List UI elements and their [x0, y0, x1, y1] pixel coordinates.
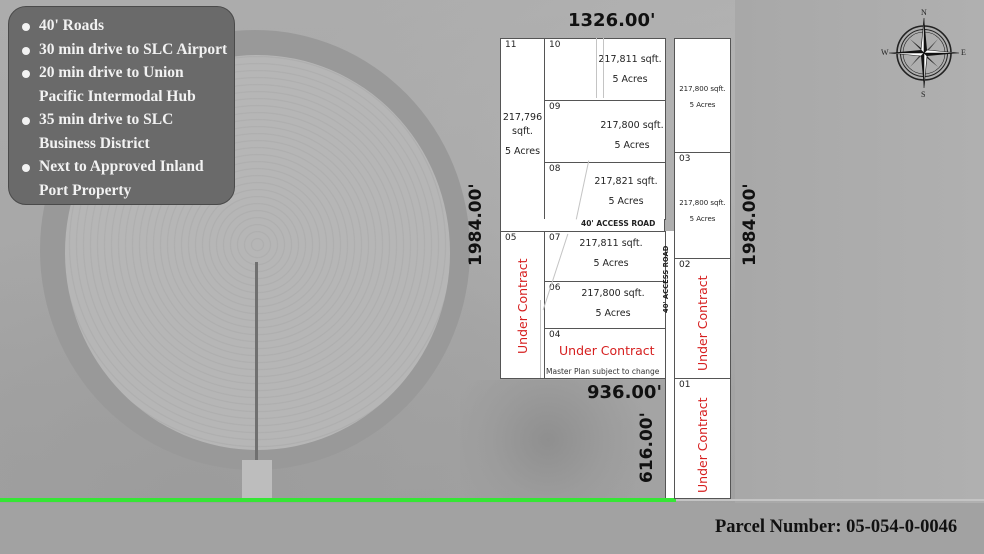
lot-09[interactable]: 09 217,800 sqft. 5 Acres [544, 100, 666, 163]
under-contract-label: Under Contract [515, 258, 530, 354]
farmland-south [0, 503, 984, 554]
compass-north-label: N [921, 8, 927, 17]
feature-item: 30 min drive to SLC Airport [21, 38, 234, 62]
parcel-number: Parcel Number: 05-054-0-0046 [715, 517, 958, 537]
lot-area: 217,796 sqft. 5 Acres [502, 112, 543, 157]
bullet-icon [22, 117, 30, 125]
feature-item: 40' Roads [21, 14, 234, 38]
lot-area: 217,811 sqft. 5 Acres [598, 54, 662, 85]
compass-west-label: W [881, 48, 889, 57]
lot-area: 217,811 sqft. 5 Acres [579, 238, 643, 269]
compass-south-label: S [921, 90, 926, 99]
bullet-icon [22, 70, 30, 78]
lot-number: 11 [505, 40, 517, 50]
lot-area: 217,821 sqft. 5 Acres [594, 176, 658, 207]
lot-11[interactable]: 11 217,796 sqft. 5 Acres [500, 38, 545, 220]
lot-05[interactable]: 05 Under Contract [500, 231, 545, 379]
lot-number: 02 [679, 260, 691, 270]
lot-07[interactable]: 07 217,811 sqft. 5 Acres [544, 231, 666, 282]
lot-02[interactable]: 02 Under Contract [674, 258, 731, 379]
lot-number: 04 [549, 330, 561, 340]
lot-10[interactable]: 10 217,811 sqft. 5 Acres [544, 38, 666, 101]
access-road-label-vertical: 40' ACCESS ROAD [662, 245, 670, 313]
dimension-right: 1984.00' [740, 183, 760, 266]
lot-area: 217,800 sqft. 5 Acres [600, 120, 664, 151]
lot-area: 217,800 sqft. 5 Acres [679, 199, 726, 223]
lot-number: 05 [505, 233, 517, 243]
access-road-vertical [665, 231, 674, 498]
access-road-horizontal: 40' ACCESS ROAD [500, 219, 665, 231]
master-plan-note: Master Plan subject to change [546, 367, 660, 376]
under-contract-label: Under Contract [695, 397, 710, 493]
bullet-icon [22, 46, 30, 55]
lot-06[interactable]: 06 217,800 sqft. 5 Acres [544, 281, 666, 329]
bullet-icon [22, 23, 30, 31]
bullet-icon [22, 164, 30, 172]
lot-number: 08 [549, 164, 561, 174]
dimension-top: 1326.00' [568, 10, 656, 31]
feature-item: 20 min drive to Union Pacific Intermodal… [21, 61, 234, 108]
pivot-arm [255, 262, 258, 502]
under-contract-label: Under Contract [695, 275, 710, 371]
farmland-east [735, 0, 984, 554]
lot-north-east[interactable]: 217,800 sqft. 5 Acres [674, 38, 731, 153]
features-info-box: 40' Roads 30 min drive to SLC Airport 20… [8, 6, 235, 205]
road [676, 499, 984, 501]
lot-01[interactable]: 01 Under Contract [674, 378, 731, 499]
creek-line [603, 38, 604, 98]
compass-rose-icon: N S W E [881, 8, 966, 99]
lot-04[interactable]: 04 Under Contract [544, 328, 666, 379]
creek-line [540, 300, 541, 378]
lot-number: 01 [679, 380, 691, 390]
lot-number: 03 [679, 154, 691, 164]
lot-03[interactable]: 03 217,800 sqft. 5 Acres [674, 152, 731, 259]
settlement-area [460, 380, 680, 500]
lot-08[interactable]: 08 217,821 sqft. 5 Acres [544, 162, 666, 220]
dimension-left: 1984.00' [466, 183, 486, 266]
lot-number: 06 [549, 283, 561, 293]
features-list: 40' Roads 30 min drive to SLC Airport 20… [21, 14, 234, 202]
feature-item: Next to Approved Inland Port Property [21, 155, 234, 202]
under-contract-label: Under Contract [559, 343, 655, 358]
highlighted-road [0, 498, 676, 502]
lot-area: 217,800 sqft. 5 Acres [679, 85, 726, 109]
lot-number: 07 [549, 233, 561, 243]
access-road-label: 40' ACCESS ROAD [581, 219, 656, 228]
lot-number: 09 [549, 102, 561, 112]
dimension-bottom-left: 936.00' [587, 382, 662, 403]
compass-east-label: E [961, 48, 966, 57]
field-lane [242, 460, 272, 502]
dimension-bottom-right: 616.00' [637, 412, 657, 483]
creek-line [596, 38, 597, 98]
lot-number: 10 [549, 40, 561, 50]
compass-rose-graphic [888, 17, 960, 89]
lot-area: 217,800 sqft. 5 Acres [581, 288, 645, 319]
feature-item: 35 min drive to SLC Business District [21, 108, 234, 155]
